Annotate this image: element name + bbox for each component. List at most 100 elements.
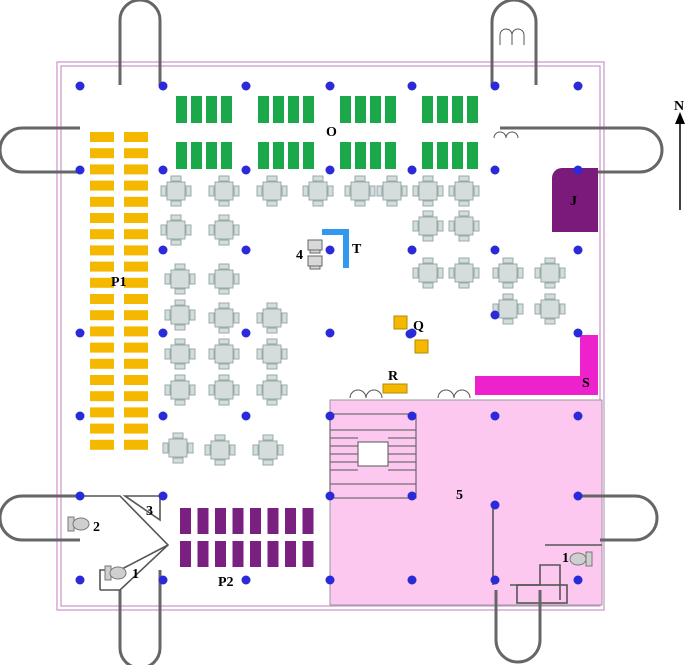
chair [174, 324, 186, 331]
chair [266, 175, 278, 182]
desk [124, 132, 148, 142]
chair [233, 312, 240, 324]
column-marker [241, 165, 251, 175]
desk [124, 358, 148, 369]
column-marker [490, 500, 500, 510]
table [170, 305, 190, 325]
chair [281, 348, 288, 360]
column-marker [325, 575, 335, 585]
chair [208, 312, 215, 324]
table-clusters [160, 175, 566, 466]
chair [185, 224, 192, 236]
desk [467, 142, 478, 169]
chair [218, 200, 230, 207]
chair [458, 175, 470, 182]
restroom-icon [67, 516, 593, 581]
building-boundary [56, 61, 605, 611]
chair [327, 185, 334, 197]
desk [197, 541, 209, 567]
desk [370, 142, 381, 169]
desk [340, 96, 351, 123]
desk [232, 541, 244, 567]
column-marker [573, 491, 583, 501]
chair [448, 220, 455, 232]
table [382, 181, 402, 201]
desk [90, 261, 114, 272]
desk [273, 96, 284, 123]
desk [124, 294, 148, 304]
chair [218, 263, 230, 270]
desk [90, 407, 114, 418]
chair [458, 282, 470, 289]
desk [437, 96, 448, 123]
desk [285, 541, 296, 567]
chair [559, 303, 566, 315]
column-marker [325, 165, 335, 175]
desk [452, 142, 463, 169]
chair [437, 185, 444, 197]
chair [164, 309, 171, 321]
desk [302, 508, 314, 534]
chair [266, 363, 278, 370]
column-marker [325, 81, 335, 91]
column-marker [407, 81, 417, 91]
desk [267, 541, 279, 567]
structural-columns [75, 81, 583, 585]
table [454, 181, 474, 201]
chair [344, 185, 351, 197]
zone-label-p1: P1 [111, 275, 127, 290]
chair [218, 338, 230, 345]
chair [208, 185, 215, 197]
desk [288, 142, 299, 169]
chair [354, 175, 366, 182]
desk [90, 375, 114, 385]
table [210, 440, 230, 460]
zone-label-2: 2 [93, 520, 100, 535]
zone-5-walls [492, 505, 602, 604]
zone-label-q: Q [413, 319, 424, 334]
desk [90, 342, 114, 353]
chair [229, 444, 236, 456]
table [498, 299, 518, 319]
chair [189, 384, 196, 396]
chair [412, 185, 419, 197]
chair [266, 374, 278, 381]
chair [174, 338, 186, 345]
desk [258, 142, 269, 169]
chair [174, 288, 186, 295]
chair [266, 327, 278, 334]
desk [191, 142, 202, 169]
zone-label-p2: P2 [218, 575, 234, 590]
desk [303, 142, 314, 169]
desk [124, 164, 148, 175]
chair [281, 312, 288, 324]
chair [458, 210, 470, 217]
table [454, 216, 474, 236]
column-marker [407, 165, 417, 175]
chair [256, 348, 263, 360]
table [262, 308, 282, 328]
chair [170, 214, 182, 221]
chair [458, 200, 470, 207]
chair [164, 273, 171, 285]
chair [164, 384, 171, 396]
chair [233, 384, 240, 396]
chair [218, 363, 230, 370]
chair [233, 348, 240, 360]
chair [262, 434, 274, 441]
chair [266, 399, 278, 406]
desk [303, 96, 314, 123]
chair [233, 273, 240, 285]
desk [422, 96, 433, 123]
zone-o-desks [176, 96, 478, 169]
column-marker [325, 328, 335, 338]
chair [277, 444, 284, 456]
chair [448, 267, 455, 279]
chair [162, 442, 169, 454]
column-marker [75, 328, 85, 338]
table [262, 344, 282, 364]
desk [437, 142, 448, 169]
chair [302, 185, 309, 197]
desk [90, 132, 114, 142]
